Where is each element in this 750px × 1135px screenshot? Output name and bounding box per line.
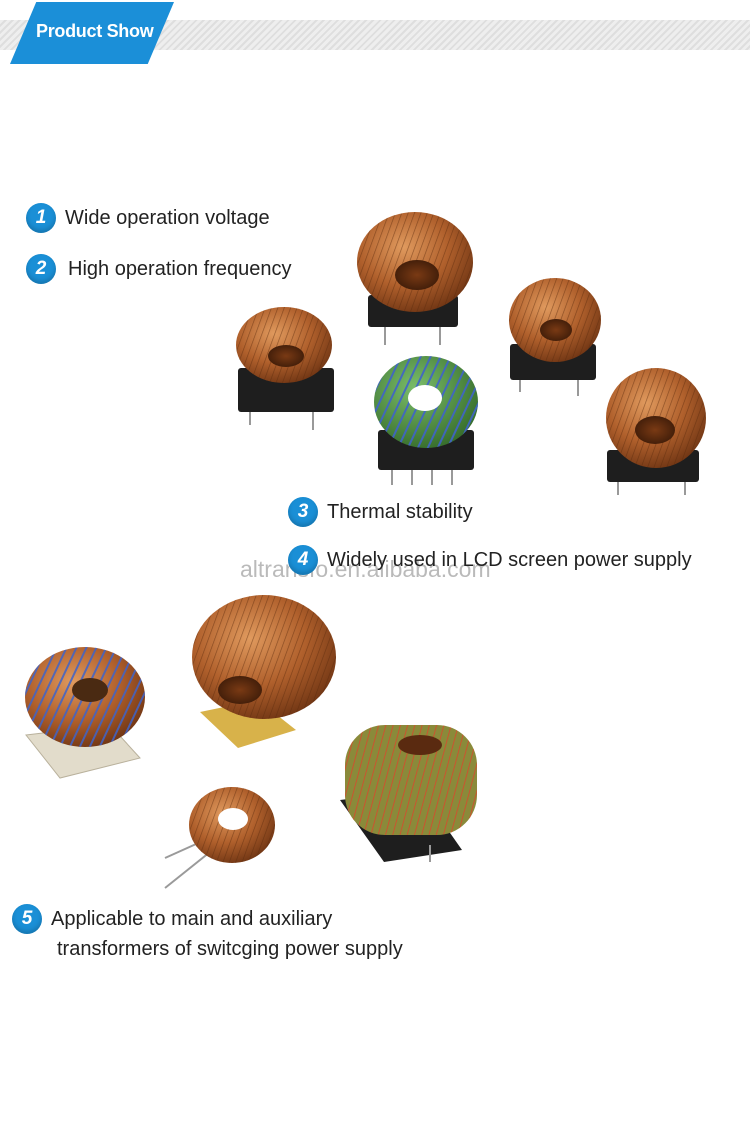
inductor-top-center: [357, 212, 473, 345]
feature-item-3: 3 Thermal stability: [288, 497, 473, 527]
feature-item-5: 5 Applicable to main and auxiliary trans…: [12, 904, 403, 964]
inductor-left-middle: [236, 307, 334, 430]
inductor-large-copper: [192, 595, 336, 748]
feature-item-4: 4 Widely used in LCD screen power supply: [288, 545, 692, 575]
number-badge: 1: [26, 203, 56, 233]
inductor-right-lower: [606, 368, 706, 495]
feature-text: Widely used in LCD screen power supply: [327, 549, 692, 571]
feature-item-2: 2 High operation frequency: [26, 254, 291, 284]
inductor-small-leads: [164, 787, 275, 889]
inductor-right-upper: [509, 278, 601, 396]
feature-text-line2: transformers of switcging power supply: [57, 938, 403, 960]
number-badge: 2: [26, 254, 56, 284]
header-tag: [10, 2, 174, 64]
section-title: Product Show: [36, 21, 154, 41]
feature-text: High operation frequency: [68, 258, 292, 280]
feature-text-line1: Applicable to main and auxiliary: [51, 908, 333, 930]
number-badge: 4: [288, 545, 318, 575]
inductor-blue-winding: [374, 356, 478, 485]
number-badge: 5: [12, 904, 42, 934]
watermark: altransfo.en.alibaba.com: [240, 556, 491, 582]
inductor-blue-pcb: [25, 647, 145, 779]
feature-item-1: 1 Wide operation voltage: [26, 203, 270, 233]
number-badge: 3: [288, 497, 318, 527]
feature-text: Wide operation voltage: [65, 207, 270, 229]
inductor-red-winding: [340, 725, 477, 862]
feature-text: Thermal stability: [327, 501, 473, 523]
